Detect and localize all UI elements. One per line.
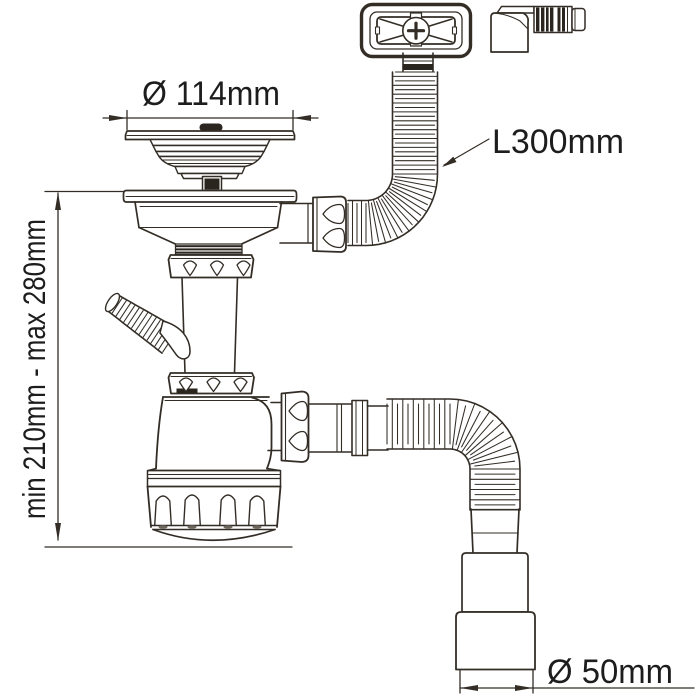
- trap-cup-dome: [152, 528, 276, 542]
- tailpipe-top-nut: [167, 254, 255, 279]
- leader-hose-length: L300mm: [442, 123, 624, 167]
- stopper-knob: [199, 123, 223, 132]
- overflow-hose: [347, 71, 439, 247]
- label-top-diameter: Ø 114mm: [142, 75, 280, 113]
- outlet-tailpiece: [455, 508, 536, 671]
- dimension-top-diameter: Ø 114mm: [102, 75, 319, 131]
- angled-spigot-cap: [104, 292, 191, 360]
- tailpipe: [181, 276, 239, 374]
- trap-outlet-pipe: [307, 399, 389, 457]
- label-bottom-diameter: Ø 50mm: [547, 653, 673, 691]
- sink-stopper: [124, 123, 296, 193]
- trap-outlet-nut: [280, 390, 310, 463]
- bottle-trap: [146, 396, 283, 488]
- label-height-range: min 210mm - max 280mm: [16, 219, 52, 519]
- dimension-height-range: min 210mm - max 280mm: [16, 190, 293, 548]
- flexible-outlet-pipe: [386, 398, 521, 511]
- overflow-outlet-nut: [312, 195, 347, 253]
- dimension-bottom-diameter: Ø 50mm: [459, 653, 695, 694]
- trap-top-nut: [167, 372, 255, 395]
- label-hose-length: L300mm: [492, 123, 624, 161]
- overflow-plate: [359, 2, 473, 59]
- sink-strainer-body: [122, 189, 298, 256]
- corner-elbow-fitting: [490, 5, 586, 53]
- overflow-neck: [402, 52, 434, 72]
- strainer-overflow-outlet: [279, 202, 314, 244]
- trap-cup: [146, 485, 282, 542]
- outlet-50mm-end: [455, 611, 536, 671]
